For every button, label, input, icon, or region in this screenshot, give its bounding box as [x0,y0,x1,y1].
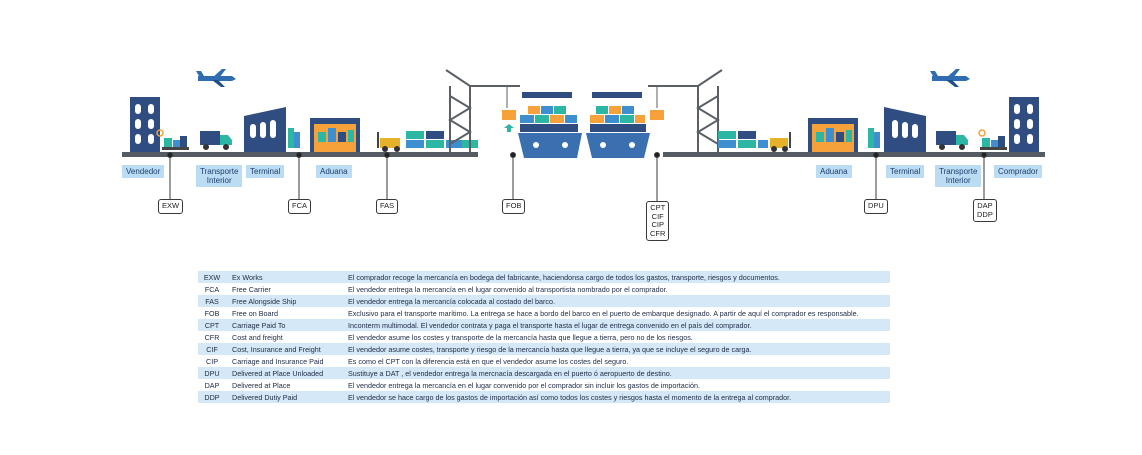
term-box-dpu: DPU [864,199,888,214]
cell-name: Ex Works [232,272,263,282]
cell-code: DAP [204,380,220,390]
cell-code: FOB [204,308,220,318]
goods-pallet-icon-right [978,129,1007,150]
cell-desc: Sustituye a DAT , el vendedor entrega la… [348,368,672,378]
incoterms-table: EXW Ex Works El comprador recoge la mercan… [198,271,890,403]
warehouse-icon-right [868,107,926,152]
stage-label-aduana: Aduana [316,165,352,178]
cell-desc: El vendedor asume costes, transporte y r… [348,344,752,354]
table-row: FOB Free on Board Exclusivo para el transp… [198,307,890,319]
truck-icon [200,131,232,150]
cell-code: DPU [204,368,220,378]
supply-chain-illustration [122,69,1045,201]
term-box-fob: FOB [502,199,526,214]
table-row: FAS Free Alongside Ship El vendedor entreg… [198,295,890,307]
table-row: CIP Carriage and Insurance Paid Es como el… [198,355,890,367]
table-row: EXW Ex Works El comprador recoge la mercan… [198,271,890,283]
table-row: DDP Delivered Dutiy Paid El vendedor se ha… [198,391,890,403]
table-row: CFR Cost and freight El vendedor asume los… [198,331,890,343]
cell-name: Cost and freight [232,332,283,342]
container-stack-right [718,131,768,148]
cell-code: EXW [203,272,221,282]
term-box-fca: FCA [288,199,311,214]
truck-icon-right [936,131,968,150]
stage-label-terminal-right: Terminal [886,165,925,178]
cell-code: FCA [204,284,220,294]
term-box-exw: EXW [158,199,184,214]
cell-desc: El vendedor se hace cargo de los gastos … [348,392,792,402]
forklift-icon [377,132,400,152]
cell-desc: El vendedor asume los costes y transport… [348,332,693,342]
term-markers [167,152,987,201]
cell-name: Free Alongside Ship [232,296,297,306]
cell-name: Delivered at Place [232,380,291,390]
goods-pallet-icon [156,129,189,150]
cell-desc: Inconterm multimodal. El vendedor contra… [348,320,752,330]
stage-label-aduana-right: Aduana [816,165,852,178]
cell-name: Free on Board [232,308,278,318]
cell-name: Carriage and Insurance Paid [232,356,324,366]
table-row: DAP Delivered at Place El vendedor entrega… [198,379,890,391]
table-row: DPU Delivered at Place Unloaded Sustituye … [198,367,890,379]
stage-label-transporte-interior-right: Transporte Interior [935,165,982,187]
customs-icon [310,118,360,152]
cell-code: FAS [205,296,219,306]
table-row: CPT Carriage Paid To Inconterm multimodal.… [198,319,890,331]
cell-desc: Es como el CPT con la diferencia está en… [348,356,629,366]
container-icon [502,110,516,120]
term-box-fas: FAS [376,199,399,214]
stage-label-vendedor: Vendedor [122,165,165,178]
stage-label-terminal: Terminal [246,165,285,178]
cell-name: Free Carrier [232,284,271,294]
ground-line-right [663,152,1045,157]
cell-name: Cost, Insurance and Freight [232,344,321,354]
airplane-icon [196,69,236,87]
cell-desc: Exclusivo para el transporte marítimo. L… [348,308,859,318]
stage-label-comprador: Comprador [994,165,1043,178]
cell-code: CIP [206,356,218,366]
stage-label-transporte-interior: Transporte Interior [196,165,243,187]
cell-name: Carriage Paid To [232,320,286,330]
factory-icon-right [1009,97,1039,152]
cell-name: Delivered Dutiy Paid [232,392,298,402]
cell-desc: El vendedor entrega la mercancía en el l… [348,284,668,294]
airplane-icon-right [930,69,970,87]
table-row: FCA Free Carrier El vendedor entrega la me… [198,283,890,295]
incoterms-diagram: Vendedor Transporte Interior Terminal Ad… [122,69,1045,241]
cell-code: CFR [204,332,220,342]
cell-desc: El vendedor entrega la mercancía colocad… [348,296,555,306]
cell-code: DDP [204,392,220,402]
forklift-icon-right [770,132,791,152]
cell-code: CIF [206,344,218,354]
cell-desc: El comprador recoge la mercancía en bode… [348,272,780,282]
factory-icon [130,97,160,152]
cell-desc: El vendedor entrega la mercancía en el l… [348,380,700,390]
ship-icon-left [518,92,582,158]
arrow-up-icon [504,124,514,132]
crane-icon [445,69,520,152]
cell-code: CPT [204,320,220,330]
warehouse-icon [244,107,300,152]
cell-name: Delivered at Place Unloaded [232,368,324,378]
customs-icon-right [808,118,858,152]
table-row: CIF Cost, Insurance and Freight El vendedo… [198,343,890,355]
ship-icon-right [586,92,650,158]
container-icon-right [650,110,664,120]
